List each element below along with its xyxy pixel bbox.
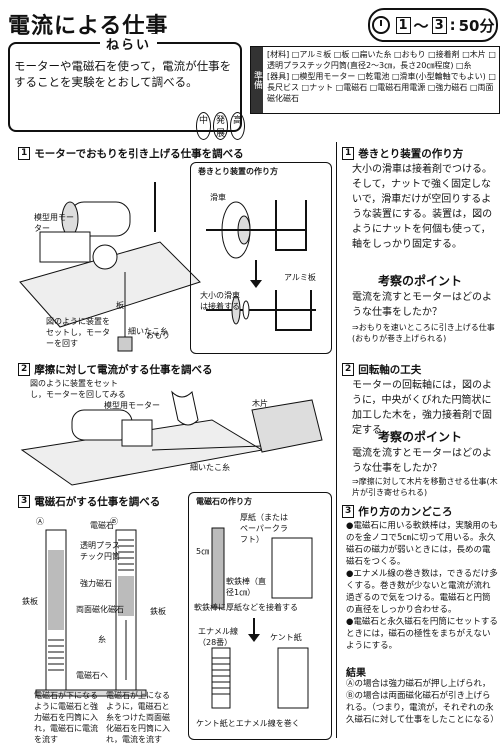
label-board: 板 — [116, 301, 124, 310]
electromagnet-figure — [211, 527, 313, 709]
point2-heading: 考察のポイント — [344, 428, 496, 445]
point1-question: 電流を流すとモーターはどのような仕事をしたか？ — [352, 292, 492, 318]
section3-heading: 3 電磁石がする仕事を調べる — [18, 494, 160, 509]
electromagnet-diagram-box — [188, 492, 332, 740]
label-weight: おもり — [146, 331, 170, 340]
r2-heading: 2 回転軸の工夫 — [342, 362, 421, 377]
label-enamel: エナメル線（28番） — [198, 627, 238, 647]
r3-bullets: ●電磁石に用いる軟鉄棒は，実験用のものを金ノコで5㎝に切って用いる。永久磁石の磁… — [346, 520, 498, 652]
label-core: 軟鉄棒（直径1㎝） — [226, 577, 266, 597]
badge-advanced: 発展 — [213, 112, 229, 140]
r3-heading: 3 作り方のカンどころ — [342, 504, 452, 519]
r3-bullet-2: ●エナメル線の巻き数は，できるだけ多くする。巻き数が少ないと電流が流れ過ぎるので… — [346, 569, 498, 615]
prep-materials: [材料] □アルミ板 □板 □扁いた糸 □おもり □接着剤 □木片 □透明プラス… — [267, 50, 496, 70]
s2-label-setup: 図のように装置をセットし，モーターを回してみる — [30, 379, 126, 399]
section2-heading: 2 摩擦に対して電流がする仕事を調べる — [18, 362, 212, 377]
r1-body: 大小の滑車は接着剤でつける。そして，ナットで強く固定しないで，滑車だけが空回りす… — [352, 164, 493, 250]
caption-b: 電磁石が上になるように，電磁石と糸をつけた両面磁化磁石を円筒に入れ，電流を流す — [106, 691, 170, 744]
clock-icon — [371, 16, 390, 34]
aim-label: ねらい — [100, 34, 158, 53]
r3-title: 作り方のカンどころ — [358, 506, 453, 518]
r1-title: 巻きとり装置の作り方 — [358, 148, 464, 160]
r2-num: 2 — [342, 363, 355, 376]
label-wind: ケント紙とエナメル線を巻く — [196, 719, 300, 728]
section1-heading: 1 モーターでおもりを引き上げる仕事を調べる — [18, 146, 244, 161]
tubes-figure — [35, 529, 147, 697]
label-a: Ⓐ — [36, 517, 44, 526]
pulley-figure — [206, 200, 316, 331]
section1-num: 1 — [18, 147, 31, 160]
section2-title: 摩擦に対して電流がする仕事を調べる — [34, 364, 213, 376]
r3-bullet-3: ●電磁石と永久磁石を円筒にセットするときには，磁石の極性をまちがえないようにする… — [346, 617, 498, 651]
point1-answer: ⇒おもりを速いところに引き上げる仕事(おもりが巻き上げられる) — [352, 323, 495, 343]
label-both: 両面磁化磁石 — [76, 605, 124, 614]
prep-side-label: 準備 — [251, 47, 263, 113]
label-kent: ケント紙 — [270, 633, 302, 642]
s2-label-wood: 木片 — [252, 399, 268, 408]
point1-label: 考察のポイント — [377, 274, 462, 288]
time-minutes: 50分 — [458, 16, 495, 35]
section2-num: 2 — [18, 363, 31, 376]
label-tube: 透明プラスチック円筒 — [80, 541, 120, 561]
time-box: 1 〜 3 : 50分 — [368, 8, 498, 42]
label-power: 電磁石へ — [76, 671, 108, 680]
section2-figure — [20, 390, 323, 486]
label-small-pulley: 大小の滑車は接着する — [200, 291, 240, 311]
label-iron: 鉄板 — [22, 597, 38, 606]
r3-bullet-1: ●電磁石に用いる軟鉄棒は，実験用のものを金ノコで5㎝に切って用いる。永久磁石の磁… — [346, 521, 498, 567]
result-body: Ⓐの場合は強力磁石が押し上げられ，Ⓑの場合は両面磁化磁石が引き上げられる。（つま… — [346, 679, 499, 725]
label-b: Ⓑ — [110, 517, 118, 526]
label-strong: 強力磁石 — [80, 579, 112, 588]
caption-a: 電磁石が下になるように電磁石と強力磁石を円筒に入れ，電磁石に電流を流す — [34, 691, 98, 744]
level-badges: 中 発展 高 — [196, 112, 246, 140]
section1-title: モーターでおもりを引き上げる仕事を調べる — [34, 148, 244, 160]
section3-title: 電磁石がする仕事を調べる — [34, 496, 161, 508]
label-glue: 軟鉄棒に厚紙などを接着する — [194, 603, 298, 612]
label-iron2: 鉄板 — [150, 607, 166, 616]
r1-num: 1 — [342, 147, 355, 160]
prep-tools: [器具] □模型用モーター □乾電池 □滑車(小型輪軸でもよい) □長尺ビス □… — [267, 72, 496, 103]
point2-question: 電流を流すとモーターはどのような仕事をしたか？ — [352, 448, 492, 474]
prep-text: [材料] □アルミ板 □板 □扁いた糸 □おもり □接着剤 □木片 □透明プラス… — [267, 49, 497, 104]
aim-text: モーターや電磁石を使って，電流が仕事をすることを実験をとおして調べる。 — [14, 59, 232, 89]
time-sep: 〜 — [413, 16, 429, 35]
r2-body: モーターの回転軸には，図のように，中央がくびれた円筒状に加工した木を，強力接着剤… — [352, 380, 492, 436]
label-aluminum: アルミ板 — [284, 273, 316, 282]
label-paper: 厚紙（またはペーパークラフト） — [240, 513, 288, 544]
label-setup: 図のように装置をセットし，モーターを回す — [46, 317, 110, 348]
label-thread: 細いたこ糸 — [128, 327, 168, 336]
result-label: 結果 — [346, 668, 366, 679]
point1-heading: 考察のポイント — [344, 272, 496, 289]
pulley-diagram-box — [190, 162, 332, 354]
point2-label: 考察のポイント — [377, 430, 462, 444]
em-box-title: 電磁石の作り方 — [196, 497, 252, 506]
section3-num: 3 — [18, 495, 31, 508]
s2-label-motor: 模型用モーター — [104, 401, 160, 410]
time-to: 3 — [431, 16, 447, 34]
label-pulley: 滑車 — [210, 193, 226, 202]
r1-heading: 1 巻きとり装置の作り方 — [342, 146, 463, 161]
section1-motor-figure — [19, 182, 201, 352]
pulley-box-title: 巻きとり装置の作り方 — [198, 167, 278, 176]
point2-answer: ⇒摩擦に対して木片を移動させる仕事(木片が引き寄せられる) — [352, 477, 498, 497]
r3-num: 3 — [342, 505, 355, 518]
column-divider — [336, 142, 337, 738]
label-motor: 模型用モーター — [34, 213, 74, 233]
badge-middle: 中 — [196, 112, 212, 140]
label-five: 5㎝ — [196, 547, 210, 556]
label-thread3: 糸 — [98, 635, 106, 644]
s2-label-thread: 細いたこ糸 — [190, 463, 230, 472]
r2-title: 回転軸の工夫 — [358, 364, 422, 376]
badge-high: 高 — [230, 112, 246, 140]
time-colon: : — [449, 16, 456, 34]
time-from: 1 — [395, 16, 411, 34]
prep-box: 準備 [材料] □アルミ板 □板 □扁いた糸 □おもり □接着剤 □木片 □透明… — [250, 46, 500, 114]
label-magnet: 電磁石 — [90, 521, 114, 530]
